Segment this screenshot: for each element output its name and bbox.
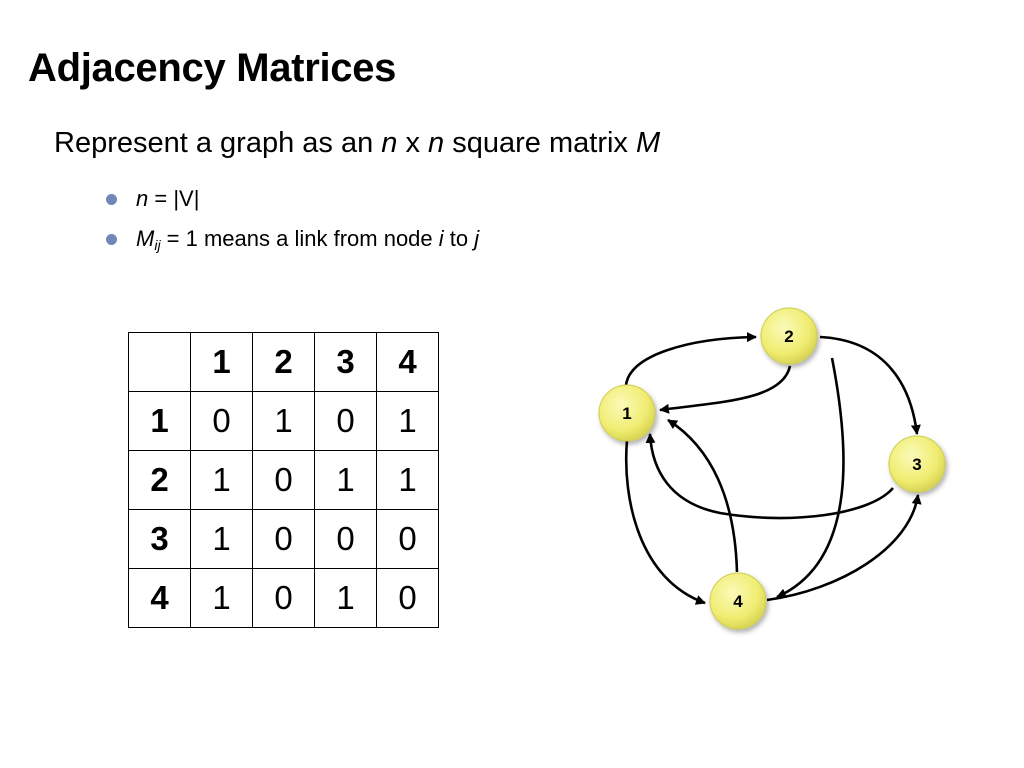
- node-label: 1: [622, 404, 631, 423]
- bullet-mid: = 1 means a link from node: [160, 226, 439, 251]
- lead-sentence: Represent a graph as an n x n square mat…: [54, 127, 660, 160]
- lead-m: M: [635, 127, 661, 159]
- matrix-cell: 1: [252, 391, 315, 451]
- edge-1-to-2: [624, 332, 757, 387]
- lead-n1: n: [381, 127, 398, 159]
- matrix-cell: 0: [314, 509, 377, 569]
- bullet-dot: [106, 234, 117, 245]
- matrix-cell: 1: [314, 450, 377, 510]
- node-circle: [709, 572, 767, 630]
- matrix-col-header: 1: [190, 332, 253, 392]
- lead-n2: n: [428, 127, 445, 159]
- node-circle: [760, 307, 818, 365]
- bullet-var-i: i: [438, 226, 444, 251]
- node-label: 4: [733, 592, 743, 611]
- graph-node-3[interactable]: 3: [888, 435, 946, 493]
- lead-x: x: [397, 127, 429, 159]
- edge-4-to-3: [766, 494, 922, 602]
- matrix-row-header: 2: [128, 450, 191, 510]
- matrix-cell: 1: [190, 509, 253, 569]
- node-label: 2: [784, 327, 793, 346]
- matrix-cell: 0: [252, 509, 315, 569]
- node-circle: [598, 384, 656, 442]
- matrix-row: 1 0 1 0 1: [128, 391, 439, 451]
- bullet-sub-ij: ij: [154, 237, 161, 253]
- edge-2-to-1: [659, 365, 792, 414]
- matrix-col-header: 4: [376, 332, 439, 392]
- matrix-row: 3 1 0 0 0: [128, 509, 439, 569]
- graph-node-2[interactable]: 2: [760, 307, 818, 365]
- bullet-var-n: n: [136, 186, 149, 211]
- graph-node-1[interactable]: 1: [598, 384, 656, 442]
- lead-suffix: square matrix: [444, 127, 636, 159]
- edge-1-to-4: [624, 439, 706, 605]
- matrix-cell: 1: [376, 450, 439, 510]
- matrix-row-header: 1: [128, 391, 191, 451]
- bullet-n-equals-v: n = |V|: [106, 186, 479, 226]
- edge-3-to-1: [645, 433, 894, 520]
- edge-2-to-3: [819, 335, 921, 435]
- edge-2-to-4: [776, 357, 845, 599]
- adjacency-matrix-table: 1 2 3 4 1 0 1 0 1 2 1 0 1 1 3 1 0 0 0 4 …: [128, 332, 439, 628]
- node-label: 3: [912, 455, 921, 474]
- graph-edges: [624, 332, 922, 605]
- bullet-var-m: M: [136, 226, 155, 251]
- bullet-rest: = |V|: [148, 186, 200, 211]
- slide-title: Adjacency Matrices: [28, 46, 397, 90]
- matrix-cell: 1: [376, 391, 439, 451]
- node-circle: [888, 435, 946, 493]
- bullet-dot: [106, 194, 117, 205]
- bullet-to: to: [443, 226, 475, 251]
- edge-4-to-1: [667, 418, 739, 573]
- bullet-var-j: j: [474, 226, 480, 251]
- bullet-list: n = |V| Mij = 1 means a link from node i…: [106, 186, 479, 266]
- matrix-row-header: 3: [128, 509, 191, 569]
- matrix-cell: 0: [252, 568, 315, 628]
- graph-nodes: 1 2 3 4: [598, 307, 946, 630]
- graph-node-4[interactable]: 4: [709, 572, 767, 630]
- matrix-cell: 1: [314, 568, 377, 628]
- matrix-cell: 0: [376, 509, 439, 569]
- bullet-mij-definition: Mij = 1 means a link from node i to j: [106, 226, 479, 266]
- matrix-cell: 0: [376, 568, 439, 628]
- matrix-row: 4 1 0 1 0: [128, 568, 439, 628]
- lead-prefix: Represent a graph as an: [54, 127, 382, 159]
